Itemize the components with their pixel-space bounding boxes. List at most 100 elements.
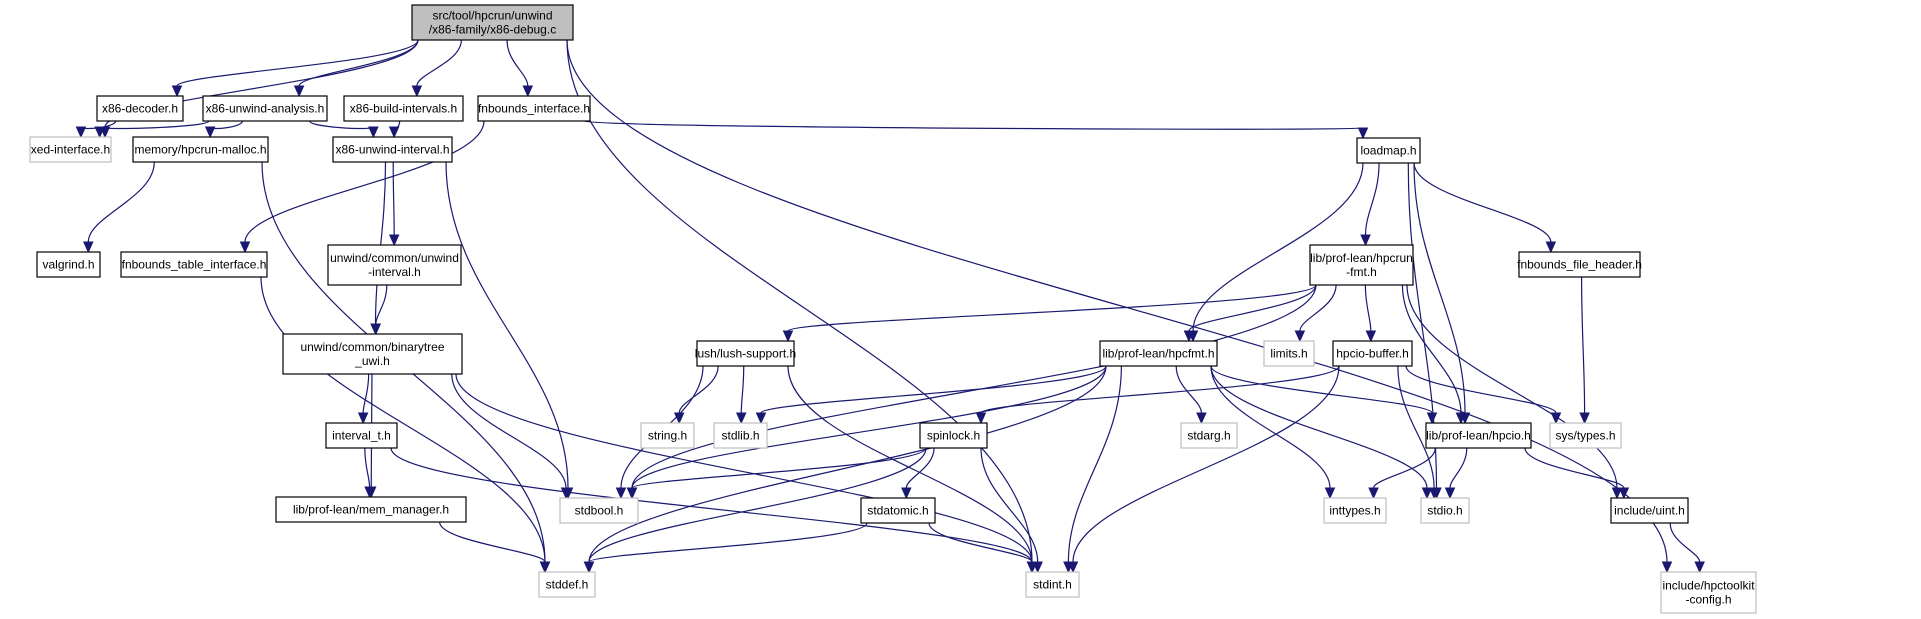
node-uint[interactable]: include/uint.h <box>1610 497 1689 524</box>
node-box <box>1332 340 1413 367</box>
node-box <box>120 251 268 278</box>
arrowhead-icon <box>1545 241 1557 254</box>
node-label: lib/prof-lean/mem_manager.h <box>293 503 449 517</box>
edge-line <box>1072 365 1340 563</box>
arrowhead-icon <box>364 486 375 499</box>
arrowhead-icon <box>615 487 627 500</box>
arrowhead-icon <box>388 126 400 139</box>
node-box <box>1263 340 1315 367</box>
node-hpcrun-malloc[interactable]: memory/hpcrun-malloc.h <box>132 136 269 163</box>
node-label: stdlib.h <box>721 429 759 443</box>
edge-line <box>588 447 927 563</box>
node-root[interactable]: src/tool/hpcrun/unwind/x86-family/x86-de… <box>411 4 574 41</box>
arrowhead-icon <box>782 330 794 343</box>
edge-hpcfmt-to-inttypes <box>1210 365 1336 500</box>
node-fnbounds-interface[interactable]: fnbounds_interface.h <box>477 95 591 122</box>
node-stdatomic[interactable]: stdatomic.h <box>860 497 936 524</box>
node-x86-decoder[interactable]: x86-decoder.h <box>96 95 184 122</box>
node-hpcio-buffer[interactable]: hpcio-buffer.h <box>1332 340 1413 367</box>
node-box <box>477 95 591 122</box>
edge-x86_unwind_interval-to-stdbool <box>445 161 574 500</box>
edge-fnbounds_file_header-to-sys_types <box>1579 276 1590 425</box>
edge-line <box>1413 162 1466 414</box>
node-loadmap[interactable]: loadmap.h <box>1356 137 1421 164</box>
node-binarytree-uwi[interactable]: unwind/common/binarytree_uwi.h <box>282 333 463 375</box>
node-label: fnbounds_file_header.h <box>1517 258 1642 272</box>
node-interval-t[interactable]: interval_t.h <box>325 422 398 449</box>
node-x86-unwind-analysis[interactable]: x86-unwind-analysis.h <box>202 95 328 122</box>
edge-line <box>1188 284 1317 332</box>
edge-line <box>506 39 529 87</box>
edge-line <box>1669 522 1701 563</box>
node-label: -config.h <box>1685 593 1731 607</box>
node-box <box>1518 251 1641 278</box>
node-box <box>860 497 936 524</box>
node-box <box>696 340 795 367</box>
arrowhead-icon <box>735 412 747 425</box>
edge-line <box>1175 365 1203 414</box>
edge-line <box>176 39 419 87</box>
edge-lush_support-to-string <box>673 365 719 425</box>
nodes-layer: src/tool/hpcrun/unwind/x86-family/x86-de… <box>29 4 1757 614</box>
node-label: inttypes.h <box>1329 504 1380 518</box>
node-label: src/tool/hpcrun/unwind <box>432 9 552 23</box>
arrowhead-icon <box>1360 234 1371 247</box>
edge-hpcrun_fmt-to-stdbool <box>626 284 1317 500</box>
arrowhead-icon <box>1067 561 1079 574</box>
arrowhead-icon <box>755 412 767 425</box>
node-box <box>29 136 112 163</box>
node-hpcfmt[interactable]: lib/prof-lean/hpcfmt.h <box>1099 340 1218 367</box>
arrowhead-icon <box>411 85 423 98</box>
arrowhead-icon <box>539 561 551 574</box>
edge-line <box>445 161 569 489</box>
arrowhead-icon <box>204 126 216 139</box>
node-mem-manager[interactable]: lib/prof-lean/mem_manager.h <box>275 496 467 523</box>
arrowhead-icon <box>1694 561 1705 574</box>
node-box <box>343 95 464 122</box>
node-fnbounds-table-interface[interactable]: fnbounds_table_interface.h <box>120 251 268 278</box>
node-box <box>713 422 768 449</box>
edge-line <box>455 373 1033 563</box>
arrowhead-icon <box>388 234 400 247</box>
node-unwind-interval[interactable]: unwind/common/unwind-interval.h <box>327 244 462 286</box>
node-fnbounds-file-header[interactable]: fnbounds_file_header.h <box>1517 251 1642 278</box>
node-inttypes: inttypes.h <box>1323 497 1387 524</box>
edge-line <box>87 161 155 243</box>
edge-line <box>631 284 1317 489</box>
edge-hpcrun_fmt-to-limits <box>1294 284 1337 343</box>
edge-unwind_interval-to-binarytree_uwi <box>370 284 388 336</box>
node-x86-unwind-interval[interactable]: x86-unwind-interval.h <box>332 136 453 163</box>
edge-x86_unwind_analysis-to-xed_interface <box>94 120 210 139</box>
edge-line <box>1364 162 1380 236</box>
edge-line <box>364 447 371 488</box>
arrowhead-icon <box>1421 487 1433 500</box>
node-box <box>640 422 695 449</box>
node-box <box>327 244 462 286</box>
edge-hpcio-to-uint <box>1524 447 1630 500</box>
node-x86-build-intervals[interactable]: x86-build-intervals.h <box>343 95 464 122</box>
edge-loadmap-to-fnbounds_file_header <box>1413 162 1557 254</box>
node-box <box>325 422 398 449</box>
edge-line <box>1449 447 1468 489</box>
node-hpcio[interactable]: lib/prof-lean/hpcio.h <box>1425 422 1532 449</box>
node-box <box>919 422 988 449</box>
edge-line <box>928 522 1033 563</box>
arrowhead-icon <box>171 85 183 98</box>
node-lush-support[interactable]: lush/lush-support.h <box>695 340 796 367</box>
edge-interval_t-to-mem_manager <box>364 447 375 499</box>
arrowhead-icon <box>1428 487 1440 500</box>
arrowhead-icon <box>1026 561 1038 574</box>
node-stdint: stdint.h <box>1025 571 1080 598</box>
arrowhead-icon <box>83 241 94 254</box>
edge-hpcrun_fmt-to-lush_support <box>782 284 1317 343</box>
edge-hpcfmt-to-stdarg <box>1175 365 1207 425</box>
node-label: stddef.h <box>546 578 589 592</box>
node-hpctoolkit-config: include/hpctoolkit-config.h <box>1660 571 1757 614</box>
edge-root-to-hpctoolkit_config <box>566 39 1673 574</box>
edge-fnbounds_table_interface-to-stddef <box>260 276 551 574</box>
arrowhead-icon <box>1611 487 1623 500</box>
node-hpcrun-fmt[interactable]: lib/prof-lean/hpcrun-fmt.h <box>1309 244 1414 286</box>
node-valgrind[interactable]: valgrind.h <box>36 251 101 278</box>
edge-hpcio_buffer-to-spinlock <box>975 365 1340 425</box>
node-spinlock[interactable]: spinlock.h <box>919 422 988 449</box>
